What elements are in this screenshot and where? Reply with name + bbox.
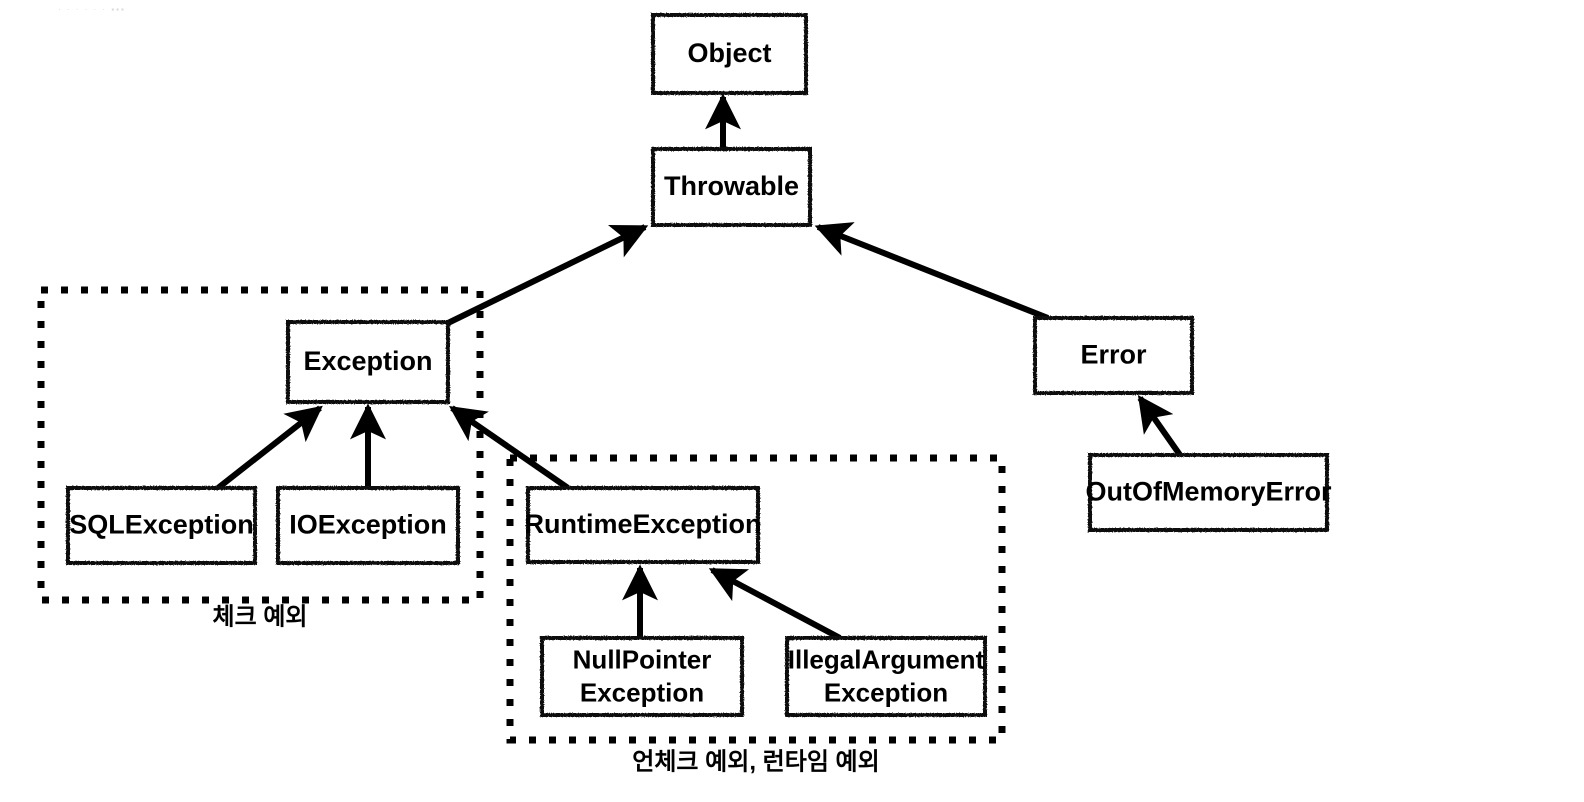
edge-runtimeexception-to-exception [449,405,570,491]
node-error[interactable]: Error [1033,316,1194,395]
edge-illegalargument-to-runtime [708,567,842,641]
groups-layer: 체크 예외 언체크 예외, 런타임 예외 [37,286,1006,775]
node-box-nullpointerexception[interactable] [540,636,744,717]
node-box-ioexception[interactable] [276,486,460,565]
node-runtimeexception[interactable]: RuntimeException [524,486,762,564]
node-object[interactable]: Object [651,13,808,95]
node-label-outofmemoryerror: OutOfMemoryError [1085,477,1332,507]
node-label-throwable: Throwable [664,171,799,201]
node-label-illegalargumentexception-line2: Exception [824,677,948,707]
node-throwable[interactable]: Throwable [651,147,812,227]
node-box-throwable[interactable] [651,147,812,227]
group-unchecked-exceptions: 언체크 예외, 런타임 예외 [506,454,1006,775]
node-box-runtimeexception[interactable] [526,486,760,564]
node-box-exception[interactable] [286,320,450,404]
node-nullpointerexception[interactable]: NullPointer Exception [540,636,744,717]
node-box-object[interactable] [651,13,808,95]
node-label-illegalargumentexception-line1: IllegalArgument [788,644,985,674]
node-illegalargumentexception[interactable]: IllegalArgument Exception [785,636,987,717]
group-caption-unchecked: 언체크 예외, 런타임 예외 [632,748,879,775]
group-border-unchecked [506,454,1006,744]
edge-outofmemory-to-error [1137,395,1183,457]
node-label-ioexception: IOException [289,510,447,540]
node-label-nullpointerexception-line2: Exception [580,677,704,707]
node-label-sqlexception: SQLException [69,510,254,540]
edge-error-to-throwable [814,222,1050,321]
node-box-sqlexception[interactable] [66,486,257,565]
node-exception[interactable]: Exception [286,320,450,404]
edge-sqlexception-to-exception [216,405,323,491]
node-label-object: Object [687,38,771,68]
node-sqlexception[interactable]: SQLException [66,486,257,565]
edges-layer [216,93,1183,641]
group-caption-checked: 체크 예외 [213,603,308,630]
node-label-error: Error [1080,340,1147,370]
group-border-checked [37,286,484,604]
group-checked-exceptions: 체크 예외 [37,286,484,630]
node-label-exception: Exception [303,346,432,376]
node-label-nullpointerexception-line1: NullPointer [573,644,712,674]
nodes-layer: Object Throwable Exception Error SQLExce… [66,13,1332,717]
edge-exception-to-throwable [446,224,649,326]
scan-artifact-text: · · · · · · ▪▪▪ [58,5,126,14]
node-box-error[interactable] [1033,316,1194,395]
node-box-outofmemoryerror[interactable] [1088,453,1329,532]
node-outofmemoryerror[interactable]: OutOfMemoryError [1085,453,1332,532]
node-label-runtimeexception: RuntimeException [524,509,761,539]
node-ioexception[interactable]: IOException [276,486,460,565]
node-box-illegalargumentexception[interactable] [785,636,987,717]
